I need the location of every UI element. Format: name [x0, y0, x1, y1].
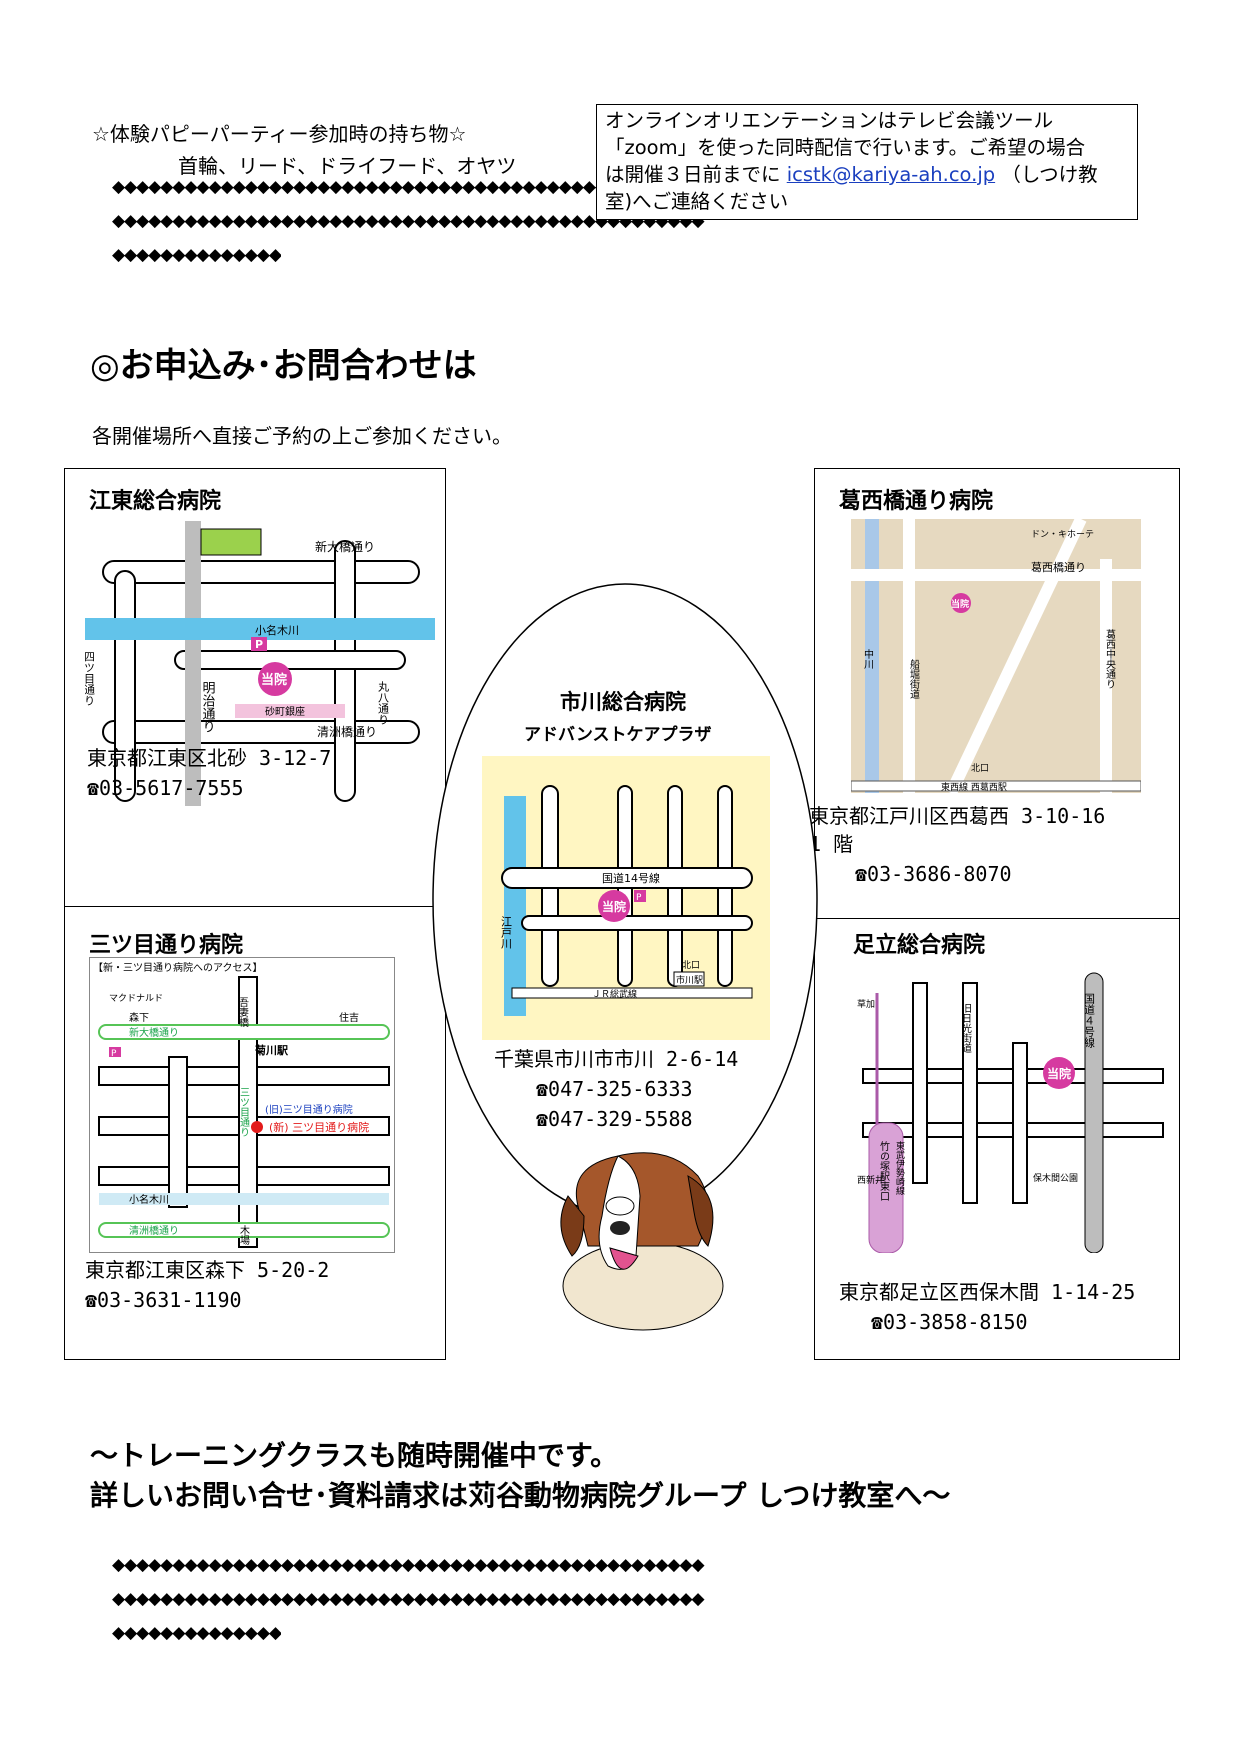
label-kasai-chuo: 葛西中央通り — [1104, 628, 1116, 689]
label-new: (新) 三ツ目通り病院 — [269, 1120, 369, 1134]
label-nikko: 旧日光街道 — [960, 1003, 972, 1053]
diamond-divider: ◆◆◆◆◆◆◆◆◆◆◆◆◆◆◆◆◆◆◆◆◆◆◆◆◆◆◆◆◆◆◆◆◆◆◆◆◆◆◆◆… — [112, 211, 705, 231]
hospital-subname-ichikawa: アドバンストケアプラザ — [524, 725, 712, 745]
map-mitsume: 【新・三ツ目通り病院へのアクセス】 新大橋通り 小名木川 清洲橋通り 吾妻橋 森… — [89, 957, 395, 1253]
diamond-divider: ◆◆◆◆◆◆◆◆◆◆◆◆◆◆◆◆◆◆◆◆◆◆◆◆◆◆◆◆◆◆◆◆◆◆◆◆◆◆◆◆… — [112, 1589, 705, 1609]
zoom-line: は開催３日前までに icstk@kariya-ah.co.jp （しつけ教 — [605, 161, 1129, 188]
panel-adachi: 足立総合病院 竹の塚駅東口 東武伊勢崎線 国道４号線 旧日光街道 当院 草加 西… — [814, 918, 1180, 1360]
label-shinohashi: 新大橋通り — [129, 1026, 179, 1039]
label-sumiyoshi: 住吉 — [339, 1011, 359, 1024]
label-onagi: 小名木川 — [129, 1193, 169, 1206]
diamond-divider: ◆◆◆◆◆◆◆◆◆◆◆◆◆◆ — [112, 1623, 282, 1643]
here-marker: 当院 — [951, 598, 969, 610]
zoom-line: 室)へご連絡ください — [605, 190, 789, 213]
label-meiji: 明治通り — [200, 681, 216, 733]
zoom-line: オンラインオリエンテーションはテレビ会議ツール — [605, 109, 1054, 132]
hospital-name-ichikawa: 市川総合病院 — [560, 690, 686, 714]
map-koto: 小名木川 新大橋通り 清洲橋通り 四ツ目通り 明治通り 丸八通り 砂町銀座 当院… — [85, 521, 435, 806]
here-marker: 当院 — [261, 672, 287, 688]
label-soka: 草加 — [857, 998, 875, 1010]
panel-kasai: 葛西橋通り病院 中川 東西線 西葛西駅 葛西橋通り 船堀街道 葛西中央通り ドン… — [809, 468, 1180, 920]
here-marker: 当院 — [602, 899, 626, 914]
panel-koto: 江東総合病院 小名木川 新大橋通り 清洲橋通り 四ツ目通り 明治通り 丸八通り … — [64, 468, 446, 908]
diamond-divider: ◆◆◆◆◆◆◆◆◆◆◆◆◆◆◆◆◆◆◆◆◆◆◆◆◆◆◆◆◆◆◆◆◆◆◆◆◆◆◆◆… — [112, 177, 705, 197]
hospital-tel: ☎03-3686-8070 — [855, 862, 1012, 886]
zoom-line: 「zoom」を使った同時配信で行います。ご希望の場合 — [605, 136, 1086, 159]
email-link[interactable]: icstk@kariya-ah.co.jp — [786, 163, 996, 186]
hospital-name: 葛西橋通り病院 — [839, 489, 994, 514]
label-kita: 北口 — [682, 960, 700, 971]
map-ichikawa: 江戸川 ＪＲ総武線 国道14号線 当院 市川駅 北口 P — [482, 756, 770, 1040]
label-shinohashi: 新大橋通り — [315, 539, 375, 554]
label-maruhachi: 丸八通り — [377, 681, 390, 725]
zoom-notice: オンラインオリエンテーションはテレビ会議ツール 「zoom」を使った同時配信で行… — [596, 104, 1138, 220]
map-adachi: 竹の塚駅東口 東武伊勢崎線 国道４号線 旧日光街道 当院 草加 西新井 保木間公… — [857, 972, 1164, 1253]
zoom-line-pre: は開催３日前までに — [605, 163, 781, 186]
label-kiba: 木場 — [238, 1225, 250, 1246]
label-onagi: 小名木川 — [255, 623, 299, 637]
apply-heading: ◎お申込み･お問合わせは — [90, 346, 477, 386]
bring-list: ☆体験パピーパーティー参加時の持ち物☆ 首輪、リード、ドライフード、オヤツ — [92, 118, 516, 182]
hospital-name: 足立総合病院 — [853, 933, 986, 958]
label-hokimakoen: 保木間公園 — [1033, 1172, 1078, 1184]
label-mitsume: 三ツ目通り — [238, 1087, 250, 1137]
label-route14: 国道14号線 — [602, 871, 660, 885]
label-kiyosu: 清洲橋通り — [129, 1224, 179, 1237]
here-marker: 当院 — [1047, 1066, 1071, 1081]
zoom-line-post: （しつけ教 — [1001, 163, 1098, 186]
label-kikukawa: 菊川駅 — [255, 1043, 288, 1057]
parking-icon: P — [636, 893, 642, 903]
label-kiyosu: 清洲橋通り — [317, 725, 377, 739]
label-route4: 国道４号線 — [1083, 993, 1096, 1048]
hospital-address-ichikawa: 千葉県市川市市川 2-6-14 — [494, 1047, 739, 1071]
parking-icon: P — [255, 638, 263, 651]
hospital-address: 東京都江東区森下 5-20-2 — [85, 1258, 330, 1282]
apply-subtext: 各開催場所へ直接ご予約の上ご参加ください。 — [92, 424, 512, 448]
label-kita: 北口 — [971, 763, 989, 774]
bring-title: ☆体験パピーパーティー参加時の持ち物☆ — [92, 122, 467, 146]
footer-line-1: ～トレーニングクラスも随時開催中です。 — [90, 1439, 619, 1472]
hospital-tel: ☎03-3858-8150 — [871, 1310, 1028, 1334]
hospital-address-2: 1 階 — [809, 832, 854, 856]
hospital-address: 東京都足立区西保木間 1-14-25 — [839, 1280, 1136, 1304]
parking-icon: P — [111, 1049, 117, 1059]
panel-mitsume: 三ツ目通り病院 【新・三ツ目通り病院へのアクセス】 新大橋通り 小名木川 清洲橋… — [64, 906, 446, 1360]
hospital-name: 三ツ目通り病院 — [89, 933, 244, 958]
hospital-tel-ichikawa-2: ☎047-329-5588 — [536, 1107, 693, 1131]
label-kasaibashi: 葛西橋通り — [1031, 560, 1086, 574]
map-kasai: 中川 東西線 西葛西駅 葛西橋通り 船堀街道 葛西中央通り ドン・キホーテ 北口… — [851, 519, 1141, 793]
label-sunamachi: 砂町銀座 — [265, 705, 305, 718]
hospital-tel: ☎03-3631-1190 — [85, 1288, 242, 1312]
hospital-address: 東京都江戸川区西葛西 3-10-16 — [809, 804, 1106, 828]
label-old: (旧)三ツ目通り病院 — [265, 1103, 353, 1116]
label-yotsume: 四ツ目通り — [85, 651, 96, 706]
label-mcd: マクドナルド — [109, 993, 163, 1004]
hospital-name: 江東総合病院 — [89, 489, 222, 514]
hospital-tel: ☎03-5617-7555 — [87, 776, 244, 800]
label-agatsuma: 吾妻橋 — [237, 997, 249, 1028]
label-tobu: 東武伊勢崎線 — [894, 1140, 905, 1195]
dog-illustration — [560, 1152, 724, 1331]
hospital-address: 東京都江東区北砂 3-12-7 — [87, 746, 332, 770]
label-nishiarai: 西新井 — [857, 1174, 884, 1186]
label-station: 竹の塚駅東口 — [878, 1140, 890, 1201]
label-tozai: 東西線 西葛西駅 — [941, 781, 1007, 793]
label-station: 市川駅 — [676, 974, 703, 986]
label-jr: ＪＲ総武線 — [592, 988, 637, 1000]
diamond-divider: ◆◆◆◆◆◆◆◆◆◆◆◆◆◆ — [112, 245, 282, 265]
bring-items: 首輪、リード、ドライフード、オヤツ — [178, 154, 517, 178]
label-funabori: 船堀街道 — [908, 658, 920, 699]
label-edogawa: 江戸川 — [500, 916, 513, 949]
diamond-divider: ◆◆◆◆◆◆◆◆◆◆◆◆◆◆◆◆◆◆◆◆◆◆◆◆◆◆◆◆◆◆◆◆◆◆◆◆◆◆◆◆… — [112, 1555, 705, 1575]
footer-line-2: 詳しいお問い合せ･資料請求は苅谷動物病院グループ しつけ教室へ～ — [90, 1479, 951, 1512]
hospital-tel-ichikawa-1: ☎047-325-6333 — [536, 1077, 693, 1101]
label-donki: ドン・キホーテ — [1031, 529, 1094, 540]
map-caption: 【新・三ツ目通り病院へのアクセス】 — [93, 961, 263, 974]
label-morishita: 森下 — [129, 1011, 149, 1024]
label-nakagawa: 中川 — [862, 648, 874, 669]
